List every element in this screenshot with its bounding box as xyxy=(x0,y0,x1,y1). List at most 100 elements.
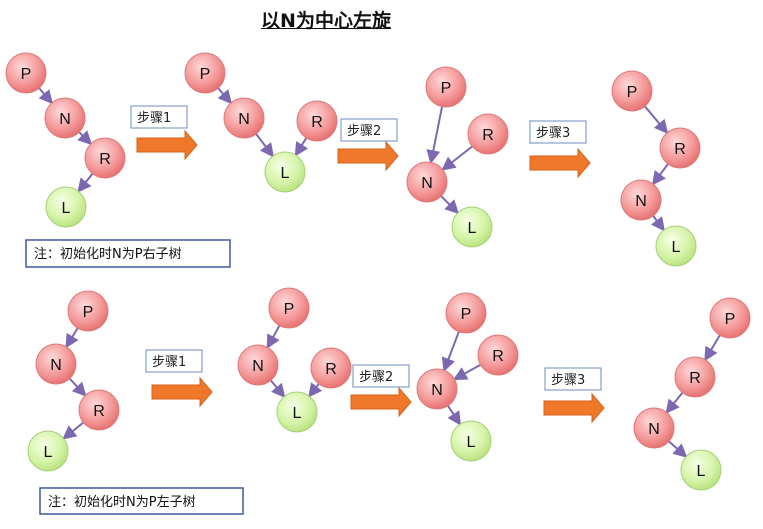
node-N: N xyxy=(237,344,279,386)
step-label-s1: 步骤1 xyxy=(130,105,188,129)
node-label: L xyxy=(697,463,706,480)
node-label: R xyxy=(492,348,504,365)
node-L: L xyxy=(680,449,722,491)
node-P: P xyxy=(709,297,751,339)
node-L: L xyxy=(276,391,318,433)
svg-text:注：初始化时N为P右子树: 注：初始化时N为P右子树 xyxy=(34,247,182,262)
node-label: L xyxy=(467,434,476,451)
step-arrow xyxy=(151,376,213,408)
edge-P-N xyxy=(266,325,281,350)
node-label: N xyxy=(252,358,264,375)
node-label: R xyxy=(674,141,686,158)
step-label-s3: 步骤3 xyxy=(544,367,602,391)
svg-text:步骤2: 步骤2 xyxy=(347,124,381,139)
node-label: N xyxy=(648,421,660,438)
step-arrow xyxy=(543,392,605,424)
node-label: P xyxy=(627,84,638,101)
step-arrow xyxy=(350,386,412,418)
node-R: R xyxy=(84,137,126,179)
edge-R-L xyxy=(62,421,85,440)
node-label: R xyxy=(689,370,701,387)
node-R: R xyxy=(674,356,716,398)
edge-N-L xyxy=(270,379,286,398)
node-R: R xyxy=(296,100,338,142)
node-P: P xyxy=(445,292,487,334)
node-label: N xyxy=(421,175,433,192)
node-N: N xyxy=(44,97,86,139)
svg-text:步骤1: 步骤1 xyxy=(137,111,171,126)
node-label: N xyxy=(431,382,443,399)
node-label: R xyxy=(482,127,494,144)
node-N: N xyxy=(35,343,77,385)
node-P: P xyxy=(425,66,467,108)
node-N: N xyxy=(223,97,265,139)
node-label: L xyxy=(44,444,53,461)
node-L: L xyxy=(451,206,493,248)
node-label: N xyxy=(50,357,62,374)
edge-N-L xyxy=(255,133,274,158)
node-L: L xyxy=(450,420,492,462)
node-R: R xyxy=(659,127,701,169)
node-label: R xyxy=(99,151,111,168)
node-N: N xyxy=(416,368,458,410)
edge-R-L xyxy=(294,137,309,157)
node-label: P xyxy=(441,80,452,97)
step-labels: 步骤1 步骤2 步骤3 步骤1 步骤2 步骤3 xyxy=(130,105,602,391)
node-label: L xyxy=(62,200,71,217)
edge-R-N xyxy=(452,363,482,381)
edge-P-R xyxy=(644,105,669,135)
note-top: 注：初始化时N为P右子树 xyxy=(25,239,231,268)
node-L: L xyxy=(27,430,69,472)
node-label: P xyxy=(200,66,211,83)
svg-text:步骤1: 步骤1 xyxy=(152,355,186,370)
node-label: R xyxy=(311,114,323,131)
edge-R-N xyxy=(441,145,473,171)
svg-text:步骤3: 步骤3 xyxy=(536,126,570,141)
node-N: N xyxy=(620,179,662,221)
edge-P-N xyxy=(65,327,79,349)
svg-text:注：初始化时N为P左子树: 注：初始化时N为P左子树 xyxy=(48,495,196,510)
diagram-title: 以N为中心左旋 xyxy=(261,10,391,32)
edge-P-N xyxy=(441,331,460,372)
svg-text:步骤2: 步骤2 xyxy=(359,370,393,385)
edge-P-R xyxy=(704,334,721,362)
step-arrow xyxy=(136,129,198,161)
node-L: L xyxy=(45,186,87,228)
edge-R-N xyxy=(665,391,684,414)
node-label: N xyxy=(59,111,71,128)
node-P: P xyxy=(5,52,47,94)
node-N: N xyxy=(406,161,448,203)
node-R: R xyxy=(78,389,120,431)
node-label: P xyxy=(284,301,295,318)
node-R: R xyxy=(467,113,509,155)
node-label: P xyxy=(21,66,32,83)
node-P: P xyxy=(184,52,226,94)
node-label: L xyxy=(281,165,290,182)
edge-N-R xyxy=(77,130,93,146)
step-arrow xyxy=(529,147,591,179)
node-P: P xyxy=(268,287,310,329)
node-label: L xyxy=(293,405,302,422)
edge-N-L xyxy=(440,195,460,215)
node-label: N xyxy=(635,193,647,210)
edge-R-L xyxy=(308,382,323,398)
node-label: R xyxy=(325,361,337,378)
edge-N-L xyxy=(447,405,462,426)
step-arrow xyxy=(337,140,399,172)
node-L: L xyxy=(264,151,306,193)
svg-text:步骤3: 步骤3 xyxy=(551,373,585,388)
node-P: P xyxy=(67,290,109,332)
step-label-s1: 步骤1 xyxy=(145,349,203,373)
edge-P-N xyxy=(38,87,54,105)
edge-P-N xyxy=(217,87,233,105)
node-label: L xyxy=(468,220,477,237)
note-bottom: 注：初始化时N为P左子树 xyxy=(39,487,244,515)
node-R: R xyxy=(310,347,352,389)
edge-P-N xyxy=(426,106,444,165)
edge-R-N xyxy=(651,163,669,186)
node-L: L xyxy=(655,225,697,267)
node-label: P xyxy=(83,304,94,321)
edge-N-L xyxy=(650,215,665,232)
edge-N-L xyxy=(668,440,688,458)
